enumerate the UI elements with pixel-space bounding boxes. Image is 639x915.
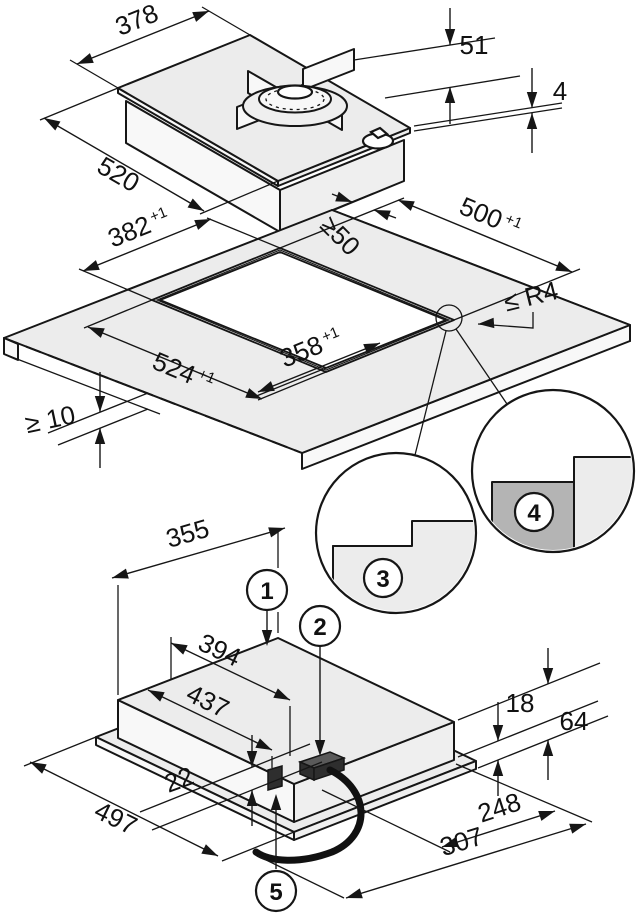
dim-label-64: 64: [560, 706, 589, 736]
dim-label-497: 497: [90, 795, 142, 841]
callout-2: 2: [298, 604, 342, 756]
hob-body-right-face: [279, 139, 405, 233]
connection-cable: [252, 766, 365, 864]
dim-label-4: 4: [553, 76, 567, 106]
fixing-clamp: [267, 765, 283, 791]
detail-marker-circle: [435, 304, 463, 332]
control-knob: [361, 126, 395, 150]
detail-4-badge: [513, 491, 555, 533]
callout-5-number: 5: [269, 879, 282, 906]
dim-label-355: 355: [163, 513, 213, 554]
dim-glass-thickness-4: 4: [413, 68, 567, 153]
detail-4-number: 4: [527, 500, 541, 527]
dim-frame-18: 18: [457, 662, 609, 796]
worktop-bottom-edge: [3, 353, 161, 415]
callout-1-number: 1: [260, 578, 273, 605]
callout-5-badge: [254, 869, 298, 913]
burner: [242, 84, 348, 127]
dim-label-378: 378: [111, 0, 162, 42]
dim-label-248: 248: [474, 786, 525, 828]
dim-label-500: 500+1: [455, 191, 525, 243]
dim-label-382: 382+1: [104, 202, 174, 254]
dim-height-64: 64: [542, 648, 589, 780]
dim-label-18: 18: [506, 688, 535, 718]
dim-label-520: 520: [92, 150, 145, 198]
detail-4-leader: [455, 328, 508, 405]
callout-2-number: 2: [313, 614, 326, 641]
dim-support-height-51: 51: [353, 8, 521, 124]
callout-5: 5: [254, 794, 298, 913]
casing-bottom-face: [117, 637, 455, 785]
detail-circle-3: 3: [314, 451, 478, 615]
detail-3-leader: [414, 330, 447, 456]
dim-label-307: 307: [436, 821, 486, 862]
cutout-view-worktop: 382+1 ≥50 500+1 ≤ R4: [3, 191, 636, 615]
knob-grip: [368, 126, 390, 140]
top-view-hob: 378 520 51 4: [39, 0, 567, 233]
glass-flange-front-face: [293, 760, 477, 841]
dim-label-10: ≥ 10: [22, 399, 78, 439]
callout-2-badge: [298, 604, 342, 648]
detail-3-step-profile: [333, 521, 474, 611]
worktop-front-left-edge-hidden: [3, 337, 303, 454]
burner-cap: [276, 84, 314, 100]
dim-label-51: 51: [460, 30, 489, 60]
callout-1: 1: [245, 568, 289, 646]
cutout-step-edge: [155, 249, 451, 371]
dim-std-depth-500: 500+1: [396, 191, 581, 321]
pan-support-fin-ne: [302, 48, 355, 91]
detail-3-number: 3: [376, 566, 389, 593]
callout-1-badge: [245, 568, 289, 612]
detail-circle-4: 4: [470, 388, 636, 554]
detail-3-badge: [362, 557, 404, 599]
underside-view: 355 394 437 22: [23, 513, 609, 913]
